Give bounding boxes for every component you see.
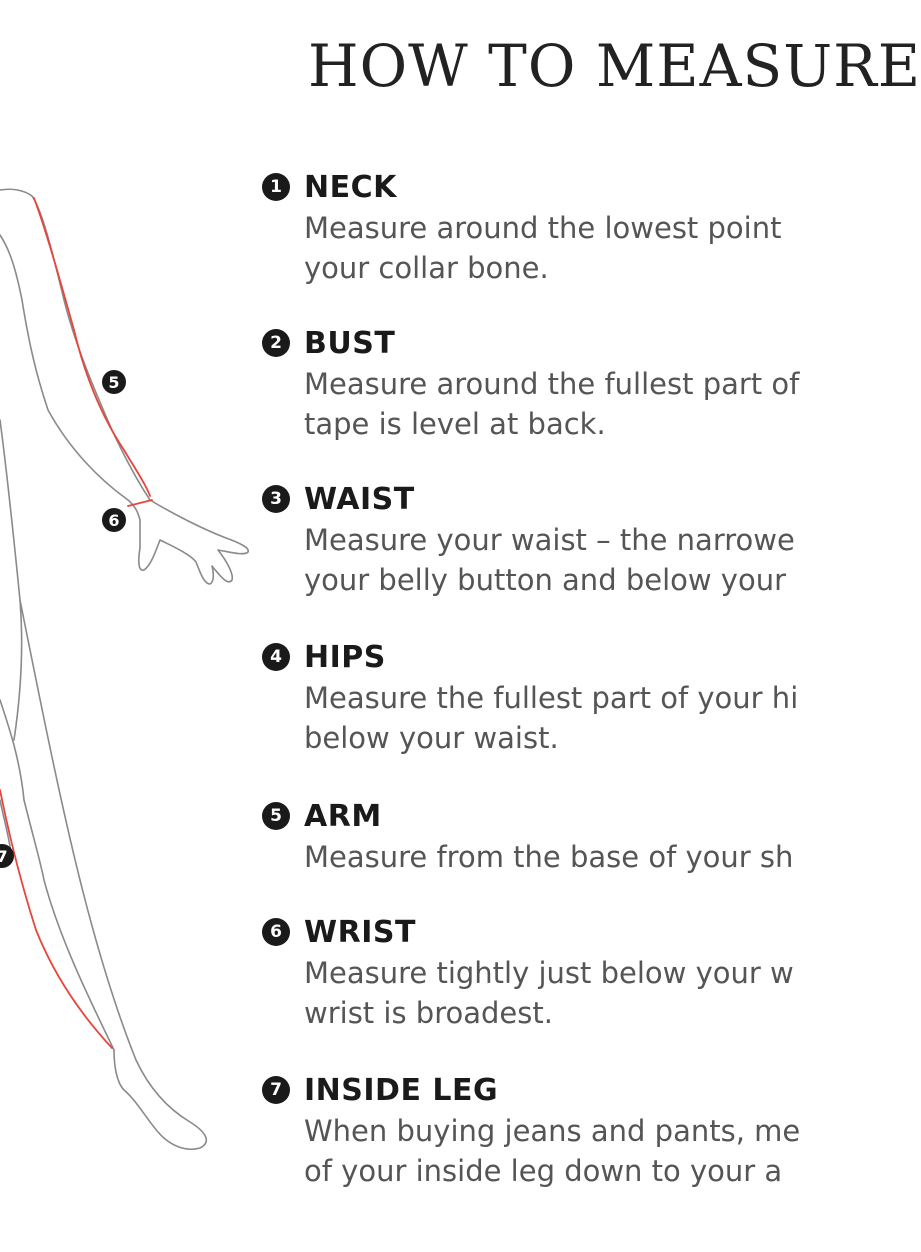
step-description-line: below your waist. xyxy=(304,721,559,755)
step-description-line: Measure around the lowest point xyxy=(304,211,782,245)
step-number-badge: 7 xyxy=(262,1076,290,1104)
figure-marker-6-text: 6 xyxy=(108,511,119,530)
step-description-line: wrist is broadest. xyxy=(304,996,553,1030)
step-description-line: Measure tightly just below your w xyxy=(304,956,794,990)
step-label: BUST xyxy=(304,325,396,361)
step-description-line: tape is level at back. xyxy=(304,407,606,441)
step-number-badge: 1 xyxy=(262,173,290,201)
step-header: 6 WRIST xyxy=(262,913,902,951)
step-arm: 5 ARM Measure from the base of your sh xyxy=(262,797,902,877)
step-description: When buying jeans and pants, me of your … xyxy=(304,1111,902,1191)
step-label: WAIST xyxy=(304,481,415,517)
step-number-badge: 4 xyxy=(262,643,290,671)
step-description-line: your belly button and below your xyxy=(304,563,787,597)
step-neck: 1 NECK Measure around the lowest point y… xyxy=(262,168,902,288)
step-number-badge: 5 xyxy=(262,802,290,830)
step-inside-leg: 7 INSIDE LEG When buying jeans and pants… xyxy=(262,1071,902,1191)
step-header: 7 INSIDE LEG xyxy=(262,1071,902,1109)
step-label: WRIST xyxy=(304,914,416,950)
step-description: Measure tightly just below your w wrist … xyxy=(304,953,902,1033)
arm-outer-outline xyxy=(0,188,151,501)
figure-marker-7-text: 7 xyxy=(0,847,8,866)
figure-marker-7: 7 xyxy=(0,844,14,868)
figure-marker-5-text: 5 xyxy=(108,373,119,392)
step-label: HIPS xyxy=(304,639,386,675)
body-outline-figure: 5 6 7 xyxy=(0,188,249,1150)
step-hips: 4 HIPS Measure the fullest part of your … xyxy=(262,638,902,758)
step-description: Measure the fullest part of your hi belo… xyxy=(304,678,902,758)
step-header: 1 NECK xyxy=(262,168,902,206)
step-number-badge: 3 xyxy=(262,485,290,513)
step-waist: 3 WAIST Measure your waist – the narrowe… xyxy=(262,480,902,600)
step-description-line: of your inside leg down to your a xyxy=(304,1154,783,1188)
torso-side-outline xyxy=(0,419,23,741)
step-description-line: Measure your waist – the narrowe xyxy=(304,523,795,557)
measure-guide-page: HOW TO MEASURE 5 xyxy=(0,32,920,1188)
step-header: 5 ARM xyxy=(262,797,902,835)
step-description: Measure from the base of your sh xyxy=(304,837,902,877)
step-label: NECK xyxy=(304,169,397,205)
page-title: HOW TO MEASURE xyxy=(308,32,921,100)
step-wrist: 6 WRIST Measure tightly just below your … xyxy=(262,913,902,1033)
step-description: Measure your waist – the narrowe your be… xyxy=(304,520,902,600)
arm-measure-line xyxy=(33,197,151,497)
arm-inner-outline xyxy=(0,234,141,521)
figure-marker-5: 5 xyxy=(102,370,126,394)
step-number-badge: 2 xyxy=(262,329,290,357)
step-description-line: Measure around the fullest part of xyxy=(304,367,800,401)
step-description-line: Measure the fullest part of your hi xyxy=(304,681,799,715)
step-description-line: your collar bone. xyxy=(304,251,549,285)
step-description-line: When buying jeans and pants, me xyxy=(304,1114,801,1148)
step-bust: 2 BUST Measure around the fullest part o… xyxy=(262,324,902,444)
inside-leg-measure-line xyxy=(0,789,113,1049)
figure-outline xyxy=(0,188,249,1150)
leg-inner-outline xyxy=(0,699,115,1051)
figure-marker-6: 6 xyxy=(102,508,126,532)
step-label: ARM xyxy=(304,798,382,834)
step-description-line: Measure from the base of your sh xyxy=(304,840,794,874)
measurement-lines xyxy=(0,197,153,1049)
step-header: 2 BUST xyxy=(262,324,902,362)
step-label: INSIDE LEG xyxy=(304,1072,499,1108)
step-header: 3 WAIST xyxy=(262,480,902,518)
wrist-measure-line xyxy=(127,499,153,507)
step-number-badge: 6 xyxy=(262,918,290,946)
step-description: Measure around the fullest part of tape … xyxy=(304,364,902,444)
step-header: 4 HIPS xyxy=(262,638,902,676)
hand-outline xyxy=(138,499,249,585)
leg-outer-outline xyxy=(19,599,208,1150)
step-description: Measure around the lowest point your col… xyxy=(304,208,902,288)
